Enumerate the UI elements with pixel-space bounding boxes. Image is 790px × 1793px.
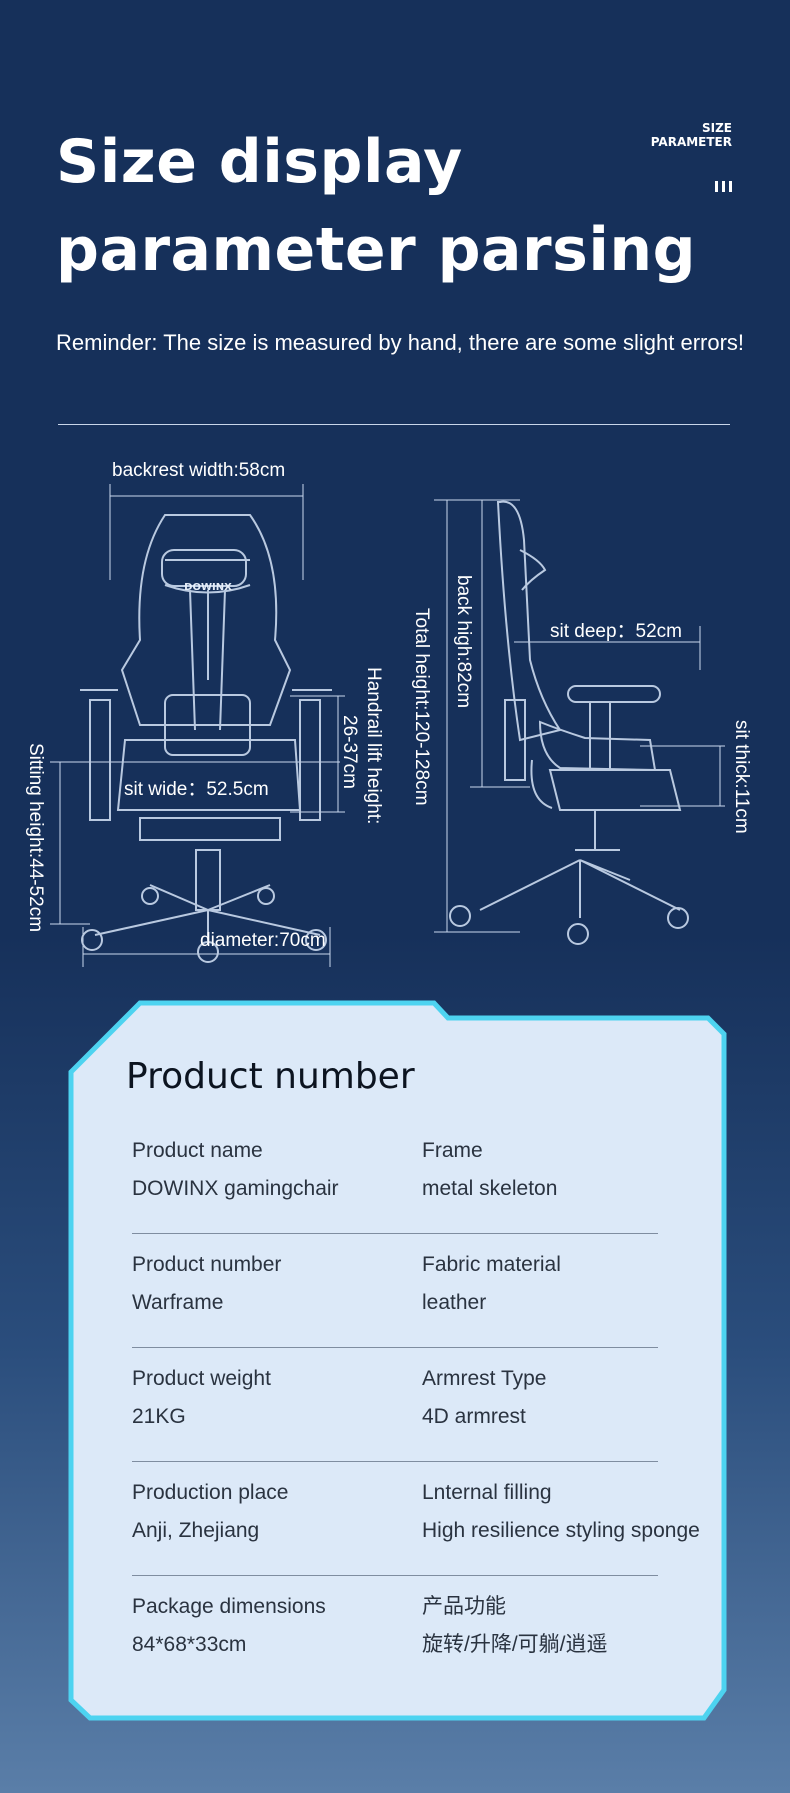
spec-value: Warframe xyxy=(132,1291,224,1314)
brand-logo: DOWINX xyxy=(184,582,232,593)
spec-label: Product number xyxy=(132,1253,282,1276)
backrest-width-label: backrest width:58cm xyxy=(112,460,286,481)
row-divider xyxy=(132,1575,658,1576)
tag-line-2: PARAMETER xyxy=(650,135,732,149)
spec-label: Product weight xyxy=(132,1367,271,1390)
spec-value: leather xyxy=(422,1291,487,1314)
total-height-label: Total height:120-128cm xyxy=(411,608,432,806)
tag-bars-icon xyxy=(715,181,732,192)
sitting-height-label: Sitting height:44-52cm xyxy=(25,743,46,933)
spec-value: 4D armrest xyxy=(422,1405,526,1428)
spec-card-frame xyxy=(68,1000,727,1721)
spec-label: 产品功能 xyxy=(422,1595,506,1618)
spec-row: Production place Anji, Zhejiang Lnternal… xyxy=(132,1474,712,1588)
spec-label: Fabric material xyxy=(422,1253,561,1276)
reminder-text: Reminder: The size is measured by hand, … xyxy=(56,330,745,355)
row-divider xyxy=(132,1347,658,1348)
title-line-2: parameter parsing xyxy=(56,215,697,285)
spec-value: 旋转/升降/可躺/逍遥 xyxy=(422,1633,608,1656)
chair-dimension-diagram: DOWINX backrest width:58cm sit wide：52.5… xyxy=(0,440,790,980)
spec-value: metal skeleton xyxy=(422,1177,558,1200)
tag-line-1: SIZE xyxy=(701,121,732,135)
handrail-range-label: 26-37cm xyxy=(339,715,360,789)
spec-label: Lnternal filling xyxy=(422,1481,552,1504)
handrail-lift-label: Handrail lift height: xyxy=(363,667,384,825)
sit-wide-label: sit wide：52.5cm xyxy=(124,779,269,800)
spec-card-title: Product number xyxy=(126,1056,415,1097)
sit-deep-label: sit deep：52cm xyxy=(550,621,683,642)
spec-label: Product name xyxy=(132,1139,263,1162)
divider xyxy=(58,424,730,425)
spec-label: Armrest Type xyxy=(422,1367,547,1390)
spec-table: Product name DOWINX gamingchair Frame me… xyxy=(132,1132,712,1702)
spec-row: Product number Warframe Fabric material … xyxy=(132,1246,712,1360)
diameter-label: diameter:70cm xyxy=(200,930,326,951)
row-divider xyxy=(132,1233,658,1234)
spec-value: Anji, Zhejiang xyxy=(132,1519,260,1542)
spec-label: Production place xyxy=(132,1481,289,1504)
spec-row: Product weight 21KG Armrest Type 4D armr… xyxy=(132,1360,712,1474)
spec-value: 21KG xyxy=(132,1405,186,1428)
sit-thick-label: sit thick:11cm xyxy=(731,720,752,834)
spec-value: 84*68*33cm xyxy=(132,1633,247,1656)
row-divider xyxy=(132,1461,658,1462)
size-parameter-tag: SIZE PARAMETER xyxy=(651,121,732,149)
spec-row: Product name DOWINX gamingchair Frame me… xyxy=(132,1132,712,1246)
title-line-1: Size display xyxy=(56,127,463,197)
spec-value: High resilience styling sponge xyxy=(422,1519,700,1542)
spec-value: DOWINX gamingchair xyxy=(132,1177,339,1200)
spec-label: Frame xyxy=(422,1139,483,1162)
spec-label: Package dimensions xyxy=(132,1595,326,1618)
page-title: Size display parameter parsing xyxy=(56,118,696,294)
spec-row: Package dimensions 84*68*33cm 产品功能 旋转/升降… xyxy=(132,1588,712,1702)
chair-drawings: DOWINX xyxy=(50,484,725,967)
back-high-label: back high:82cm xyxy=(453,575,474,709)
